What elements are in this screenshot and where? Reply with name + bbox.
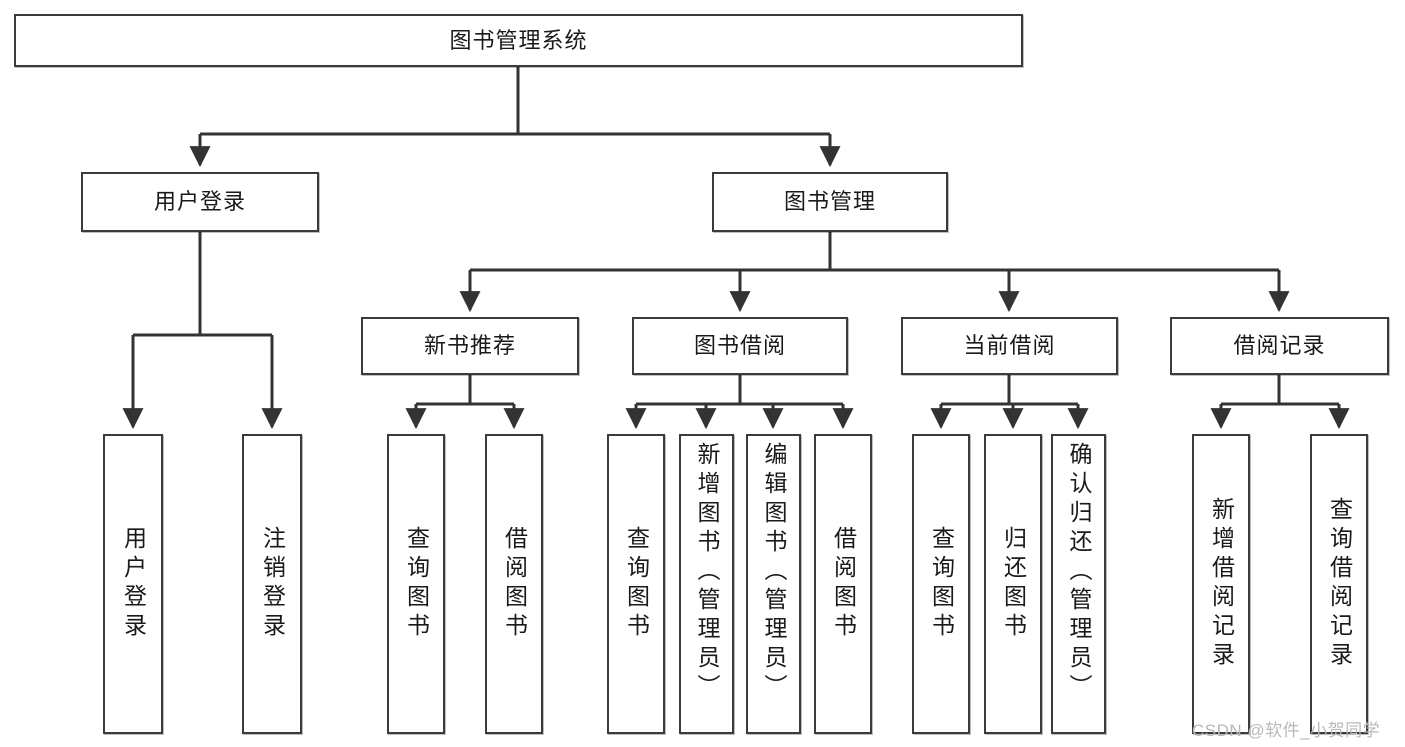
node-current-borrow-label: 当前借阅 <box>963 333 1056 359</box>
leaf-confirm-return[interactable]: 确认归还（管理员） <box>1051 434 1106 734</box>
leaf-query-borrow-record[interactable]: 查询借阅记录 <box>1310 434 1368 734</box>
node-new-book-recommend[interactable]: 新书推荐 <box>361 317 579 375</box>
node-borrow-record-label: 借阅记录 <box>1233 333 1326 359</box>
node-book-borrow[interactable]: 图书借阅 <box>632 317 848 375</box>
node-new-book-recommend-label: 新书推荐 <box>423 333 516 359</box>
node-root-label: 图书管理系统 <box>449 27 588 53</box>
node-book-borrow-label: 图书借阅 <box>693 333 786 359</box>
leaf-return-book[interactable]: 归还图书 <box>984 434 1042 734</box>
leaf-edit-book-label: 编辑图书（管理员） <box>761 442 787 703</box>
leaf-add-borrow-record-label: 新增借阅记录 <box>1208 497 1235 671</box>
node-book-management-label: 图书管理 <box>783 189 876 215</box>
leaf-user-login-label: 用户登录 <box>120 526 147 642</box>
leaf-query-books-borrow[interactable]: 查询图书 <box>607 434 665 734</box>
leaf-borrow-books-borrow[interactable]: 借阅图书 <box>814 434 872 734</box>
leaf-borrow-books-rec[interactable]: 借阅图书 <box>485 434 543 734</box>
leaf-confirm-return-label: 确认归还（管理员） <box>1066 442 1092 703</box>
leaf-query-books-rec[interactable]: 查询图书 <box>387 434 445 734</box>
leaf-borrow-books-borrow-label: 借阅图书 <box>830 526 857 642</box>
leaf-borrow-books-rec-label: 借阅图书 <box>501 526 528 642</box>
leaf-logout[interactable]: 注销登录 <box>242 434 302 734</box>
leaf-user-login[interactable]: 用户登录 <box>103 434 163 734</box>
node-user-login[interactable]: 用户登录 <box>81 172 319 232</box>
leaf-add-borrow-record[interactable]: 新增借阅记录 <box>1192 434 1250 734</box>
node-book-management[interactable]: 图书管理 <box>712 172 948 232</box>
node-current-borrow[interactable]: 当前借阅 <box>901 317 1118 375</box>
csdn-watermark: CSDN @软件_小贺同学 <box>1192 721 1381 740</box>
leaf-add-book[interactable]: 新增图书（管理员） <box>679 434 734 734</box>
node-root[interactable]: 图书管理系统 <box>14 14 1023 67</box>
leaf-query-borrow-record-label: 查询借阅记录 <box>1326 497 1353 671</box>
leaf-logout-label: 注销登录 <box>259 526 286 642</box>
leaf-add-book-label: 新增图书（管理员） <box>694 442 720 703</box>
leaf-query-books-current[interactable]: 查询图书 <box>912 434 970 734</box>
leaf-query-books-rec-label: 查询图书 <box>403 526 430 642</box>
leaf-edit-book[interactable]: 编辑图书（管理员） <box>746 434 801 734</box>
node-user-login-label: 用户登录 <box>153 189 246 215</box>
leaf-query-books-current-label: 查询图书 <box>928 526 955 642</box>
leaf-return-book-label: 归还图书 <box>1000 526 1027 642</box>
node-borrow-record[interactable]: 借阅记录 <box>1170 317 1389 375</box>
leaf-query-books-borrow-label: 查询图书 <box>623 526 650 642</box>
